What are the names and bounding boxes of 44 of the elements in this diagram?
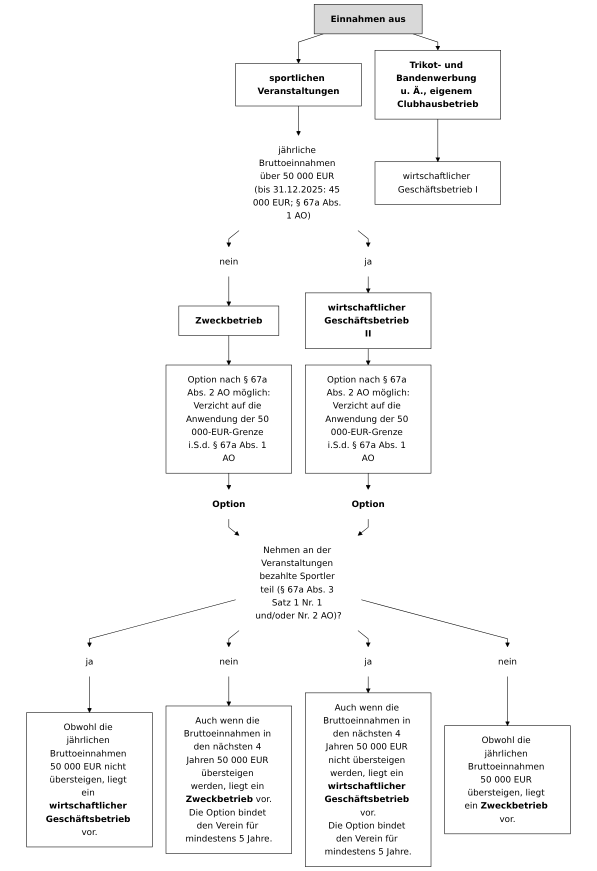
node-text: nein bbox=[498, 656, 517, 667]
arrow bbox=[296, 34, 324, 64]
node-box: Auch wenn die Bruttoeinnahmen in den nächsten 4 Jahren 50 000 EUR übersteigen werden, liegt ein Zweckbetrieb vor. Die Option bindet den Verein für mindestens 5 Jahre. bbox=[166, 706, 292, 854]
node-box: Option nach § 67a Abs. 2 AO möglich: Verzicht auf die Anwendung der 50 000-EUR-Grenze i.S.d. § 67a Abs. 1 AO bbox=[305, 364, 432, 474]
arrow bbox=[366, 276, 371, 294]
node-box: wirtschaftlicher Geschäftsbetrieb I bbox=[374, 161, 501, 205]
node-box: wirtschaftlicher Geschäftsbetrieb II bbox=[305, 292, 432, 349]
node-box: Obwohl die jährlichen Bruttoeinnahmen 50 000 EUR nicht übersteigen, liegt ein wirtschaftlicher Geschäftsbetrieb vor. bbox=[26, 712, 153, 848]
arrow bbox=[361, 600, 510, 648]
arrow bbox=[226, 230, 240, 248]
node-text: jährliche Bruttoeinnahmen über 50 000 EUR (bis 31.12.2025: 45 000 EUR; § 67a Abs. 1 AO) bbox=[252, 144, 342, 221]
arrow bbox=[226, 335, 232, 366]
arrow bbox=[226, 676, 232, 706]
node-text: ja bbox=[364, 256, 372, 267]
node-box: Trikot- und Bandenwerbung u. Ä., eigenem Clubhausbetrieb bbox=[374, 50, 501, 120]
arrow bbox=[358, 630, 371, 648]
arrow bbox=[412, 34, 440, 50]
arrow bbox=[505, 676, 510, 726]
node-text: nein bbox=[219, 656, 238, 667]
node-box: sportlichen Veranstaltungen bbox=[235, 63, 362, 106]
node-box: Obwohl die jährlichen Bruttoeinnahmen 50 000 EUR übersteigen, liegt ein Zweckbetrieb vor. bbox=[444, 725, 571, 834]
arrow bbox=[226, 630, 240, 648]
node-text: Option bbox=[212, 498, 246, 510]
node-box: Auch wenn die Bruttoeinnahmen in den nächsten 4 Jahren 50 000 EUR nicht übersteigen werden, liegt ein wirtschaftlicher Geschäftsbetrieb vor. Die Option bindet den Verein für mindestens 5 Jahre. bbox=[305, 692, 432, 867]
node-text: ja bbox=[364, 656, 372, 667]
arrow bbox=[226, 472, 232, 490]
arrow bbox=[87, 600, 236, 648]
arrow bbox=[366, 472, 371, 490]
arrow bbox=[366, 348, 371, 366]
node-text: ja bbox=[86, 656, 94, 667]
arrow bbox=[226, 276, 232, 306]
node-box: Zweckbetrieb bbox=[178, 306, 280, 336]
arrow bbox=[296, 106, 301, 136]
node-box: Einnahmen aus bbox=[314, 4, 422, 34]
arrow bbox=[358, 230, 371, 248]
arrow bbox=[366, 676, 371, 694]
arrow bbox=[435, 118, 440, 162]
node-text: nein bbox=[219, 256, 238, 267]
node-box: Option nach § 67a Abs. 2 AO möglich: Verzicht auf die Anwendung der 50 000-EUR-Grenze i.S.d. § 67a Abs. 1 AO bbox=[166, 364, 292, 474]
arrow bbox=[87, 676, 92, 713]
node-text: Option bbox=[352, 498, 385, 510]
node-text: Nehmen an der Veranstaltungen bezahlte Sportler teil (§ 67a Abs. 3 Satz 1 Nr. 1 und/oder Nr. 2 AO)? bbox=[255, 544, 342, 621]
arrow bbox=[228, 518, 240, 536]
arrow bbox=[358, 518, 368, 536]
